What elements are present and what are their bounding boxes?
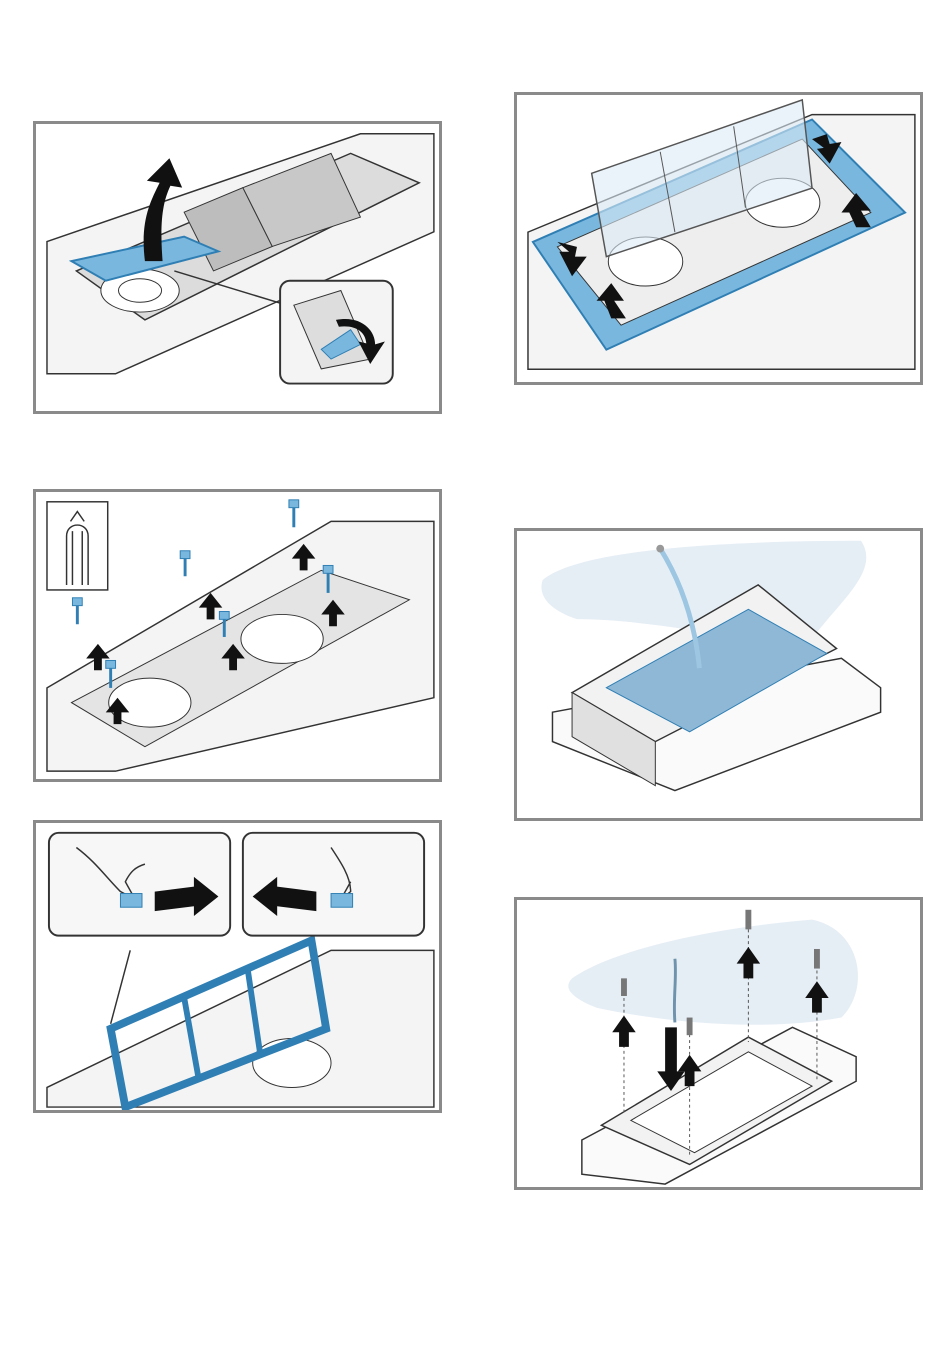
- illustration-step-3: [36, 492, 439, 779]
- screw-icon: [72, 598, 82, 606]
- screw-icon: [687, 1018, 693, 1036]
- illustration-step-5: [36, 823, 439, 1110]
- illustration-step-1: [36, 124, 439, 411]
- figure-remove-grease-filter-cover: [33, 121, 442, 414]
- figure-fasten-module-to-ceiling: [514, 897, 923, 1190]
- screw-icon: [621, 978, 627, 996]
- fan-icon: [241, 614, 323, 663]
- callout-line: [111, 950, 131, 1023]
- screw-icon: [106, 660, 116, 668]
- screw-icon: [180, 551, 190, 559]
- screw-icon: [289, 500, 299, 508]
- illustration-step-6: [517, 900, 920, 1187]
- up-arrow-icon: [612, 1016, 636, 1047]
- illustration-step-2: [517, 95, 920, 382]
- screw-icon: [745, 910, 751, 930]
- figure-release-filter-frame-clips: [33, 820, 442, 1113]
- figure-unscrew-fan-cover-screws: [33, 489, 442, 782]
- cable: [674, 959, 675, 1023]
- illustration-step-4: [517, 531, 920, 818]
- figure-remove-glass-panel: [514, 92, 923, 385]
- cable-anchor: [656, 545, 664, 553]
- figure-install-odour-filter-module: [514, 528, 923, 821]
- screw-icon: [219, 612, 229, 620]
- screw-icon: [323, 565, 333, 573]
- torx-screwdriver-icon: [47, 502, 108, 590]
- clip-right: [331, 894, 353, 908]
- clip-left: [120, 894, 142, 908]
- screw-icon: [814, 949, 820, 969]
